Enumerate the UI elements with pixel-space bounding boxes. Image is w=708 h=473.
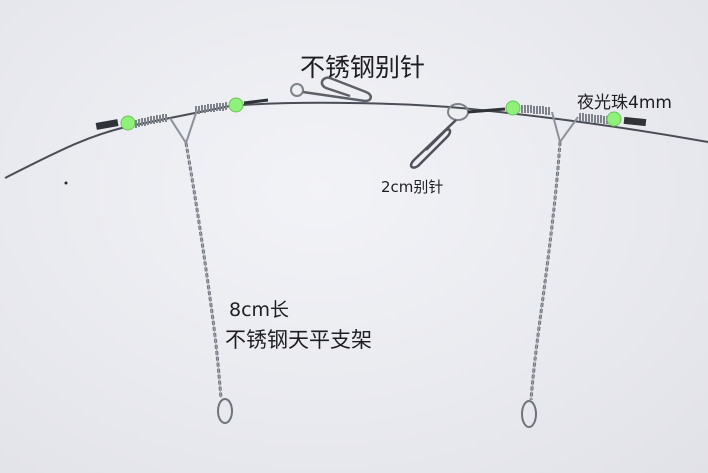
left-bead-outer: [120, 115, 136, 131]
left-swivel-ring: [290, 83, 304, 97]
right-snap-pin: [409, 119, 457, 169]
left-arm: [184, 142, 223, 399]
right-arm-loop: [521, 400, 537, 428]
right-swivel-ring: [447, 103, 469, 121]
right-bead-outer: [606, 111, 622, 127]
label-glow-bead: 夜光珠4mm: [577, 93, 672, 113]
label-stainless-pin: 不锈钢别针: [300, 53, 426, 82]
right-boom: [409, 100, 647, 428]
left-boom: [95, 76, 372, 424]
right-bracket: [551, 111, 579, 145]
right-crimp: [623, 116, 647, 127]
label-arm-length: 8cm长: [229, 299, 290, 321]
left-arm-loop: [217, 398, 233, 424]
left-bead-inner: [228, 97, 244, 113]
left-crimp: [95, 119, 119, 130]
label-2cm-pin: 2cm别针: [381, 178, 444, 196]
right-spring-1: [521, 105, 550, 115]
left-snap-pin: [302, 76, 372, 103]
right-bead-inner: [505, 100, 521, 116]
left-spring-1: [135, 114, 167, 128]
label-arm-name: 不锈钢天平支架: [225, 328, 372, 352]
main-line: [4, 101, 708, 179]
